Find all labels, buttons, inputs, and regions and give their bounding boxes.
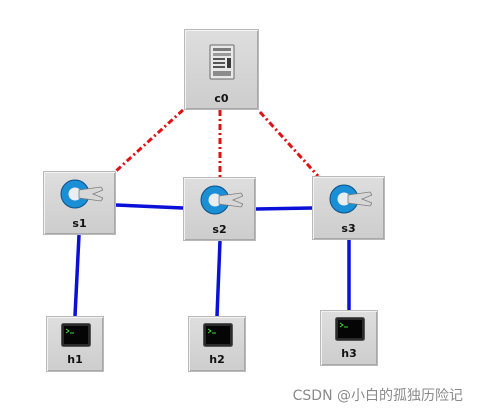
switch-icon <box>328 182 373 220</box>
switch-node-s3[interactable]: s3 <box>312 176 385 240</box>
controller-node-c0[interactable]: c0 <box>184 29 259 110</box>
terminal-icon <box>61 323 91 351</box>
node-label-s3: s3 <box>341 222 356 235</box>
link-c0-s1 <box>114 108 185 173</box>
host-node-h1[interactable]: h1 <box>46 316 104 372</box>
link-s1-s2 <box>115 203 184 210</box>
server-icon <box>209 44 235 84</box>
link-s1-h1 <box>73 234 81 317</box>
switch-icon <box>199 183 244 221</box>
switch-node-s1[interactable]: s1 <box>43 171 116 235</box>
link-c0-s3 <box>258 110 320 178</box>
switch-icon <box>59 177 104 215</box>
host-node-h2[interactable]: h2 <box>188 316 246 372</box>
node-label-s2: s2 <box>212 223 227 236</box>
node-label-s1: s1 <box>72 217 87 230</box>
host-node-h3[interactable]: h3 <box>320 310 378 366</box>
node-label-h1: h1 <box>67 353 83 366</box>
node-label-c0: c0 <box>214 92 229 105</box>
terminal-icon <box>335 317 365 345</box>
node-label-h2: h2 <box>209 353 225 366</box>
link-s2-s3 <box>255 206 313 211</box>
node-label-h3: h3 <box>341 347 357 360</box>
terminal-icon <box>203 323 233 351</box>
watermark: CSDN @小白的孤独历险记 <box>292 388 463 404</box>
links-layer <box>73 108 351 317</box>
link-s2-h2 <box>215 240 222 317</box>
switch-node-s2[interactable]: s2 <box>183 177 256 241</box>
